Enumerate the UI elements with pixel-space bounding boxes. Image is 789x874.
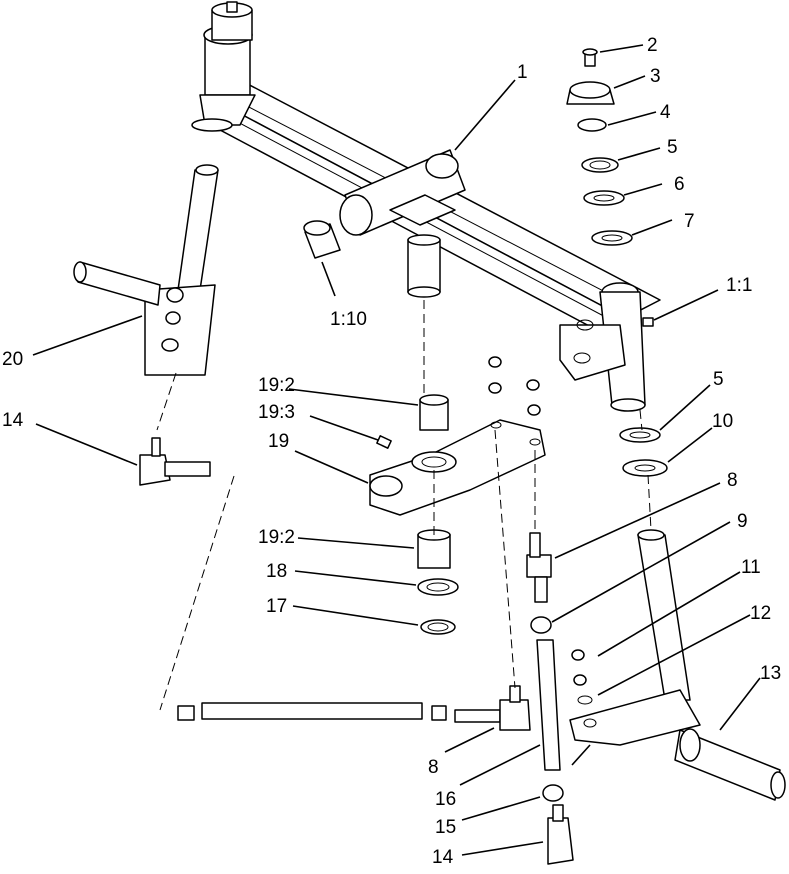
callout-19: 19 xyxy=(268,431,290,452)
right-washers xyxy=(619,427,668,477)
callout-13: 13 xyxy=(760,663,782,684)
snap-ring-17 xyxy=(420,619,456,635)
callout-11: 11 xyxy=(741,557,761,578)
callout-19-2a: 19:2 xyxy=(258,375,295,396)
drag-link xyxy=(177,685,531,731)
tie-rod-end-left xyxy=(139,437,211,486)
steering-arm xyxy=(369,419,546,516)
left-spindle xyxy=(73,164,219,376)
center-lines xyxy=(156,300,652,711)
callout-5: 5 xyxy=(667,137,678,158)
bushing-19-2-upper xyxy=(419,394,449,431)
callout-9: 9 xyxy=(737,511,748,532)
callout-5b: 5 xyxy=(713,369,724,390)
callout-6: 6 xyxy=(674,174,685,195)
callout-8b: 8 xyxy=(428,757,439,778)
callout-4: 4 xyxy=(660,102,671,123)
axle-beam xyxy=(191,1,661,412)
callout-19-3: 19:3 xyxy=(258,402,295,423)
tie-rod-16 xyxy=(526,532,574,865)
callout-16: 16 xyxy=(435,789,457,810)
right-hardware-stack xyxy=(566,48,633,246)
callout-14a: 14 xyxy=(2,410,24,431)
callout-8a: 8 xyxy=(727,470,738,491)
center-pin xyxy=(407,234,441,298)
callout-18: 18 xyxy=(266,561,288,582)
callout-10: 10 xyxy=(712,411,734,432)
callout-1-1: 1:1 xyxy=(726,275,753,296)
callout-15: 15 xyxy=(435,817,457,838)
callout-12: 12 xyxy=(750,603,772,624)
leader-lines xyxy=(32,44,761,856)
callout-19-2b: 19:2 xyxy=(258,527,295,548)
callout-14b: 14 xyxy=(432,847,454,868)
bushing-1-10 xyxy=(303,220,341,259)
bushing-19-2-lower xyxy=(417,529,451,569)
callout-17: 17 xyxy=(266,596,288,617)
callout-7: 7 xyxy=(684,211,695,232)
callout-3: 3 xyxy=(650,66,661,87)
callout-1-10: 1:10 xyxy=(330,309,367,330)
washer-18 xyxy=(417,578,459,596)
steering-arm-nuts xyxy=(488,356,541,416)
callout-1: 1 xyxy=(517,62,528,83)
callout-2: 2 xyxy=(647,35,658,56)
callout-20: 20 xyxy=(2,349,24,370)
